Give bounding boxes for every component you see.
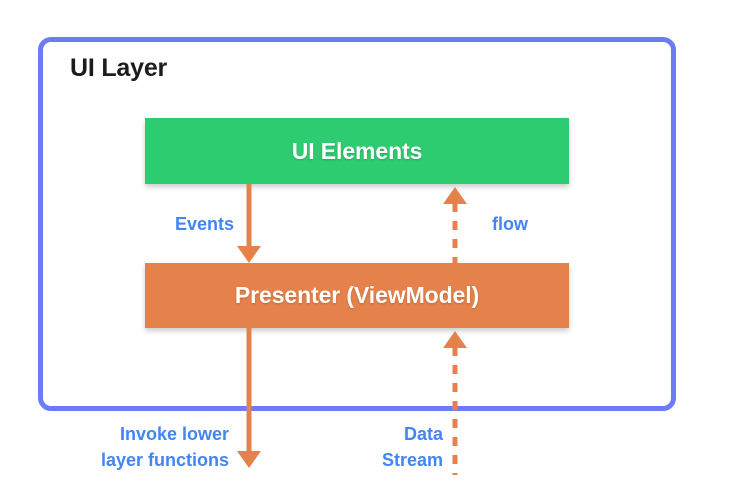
ui-layer-title: UI Layer: [70, 54, 168, 82]
node-ui-elements-label: UI Elements: [291, 137, 423, 164]
edge-invoke-shaft: [246, 328, 252, 452]
edge-flow-label: flow: [492, 214, 528, 234]
edge-data-stream-label-line1: Data: [403, 424, 443, 444]
ui-layer-container: [38, 37, 676, 411]
edge-events-shaft: [246, 184, 252, 247]
node-ui-elements[interactable]: UI Elements: [145, 118, 569, 184]
edge-data-stream-label: Data Stream: [382, 421, 443, 473]
edge-invoke-label-line2: layer functions: [100, 450, 229, 470]
edge-invoke-label: Invoke lower layer functions: [101, 421, 229, 473]
edge-events-arrowhead-down-icon: [237, 246, 261, 263]
edge-flow-arrowhead-up-icon: [443, 187, 467, 204]
edge-data-stream-label-line2: Stream: [381, 450, 443, 470]
edge-flow-shaft: [452, 203, 458, 264]
edge-data-stream-shaft: [452, 347, 458, 475]
edge-data-stream-arrowhead-up-icon: [443, 331, 467, 348]
edge-invoke-label-line1: Invoke lower: [119, 424, 229, 444]
edge-invoke-arrowhead-down-icon: [237, 451, 261, 468]
edge-events-label: Events: [174, 214, 234, 234]
node-presenter[interactable]: Presenter (ViewModel): [145, 263, 569, 328]
node-presenter-label: Presenter (ViewModel): [234, 282, 480, 308]
